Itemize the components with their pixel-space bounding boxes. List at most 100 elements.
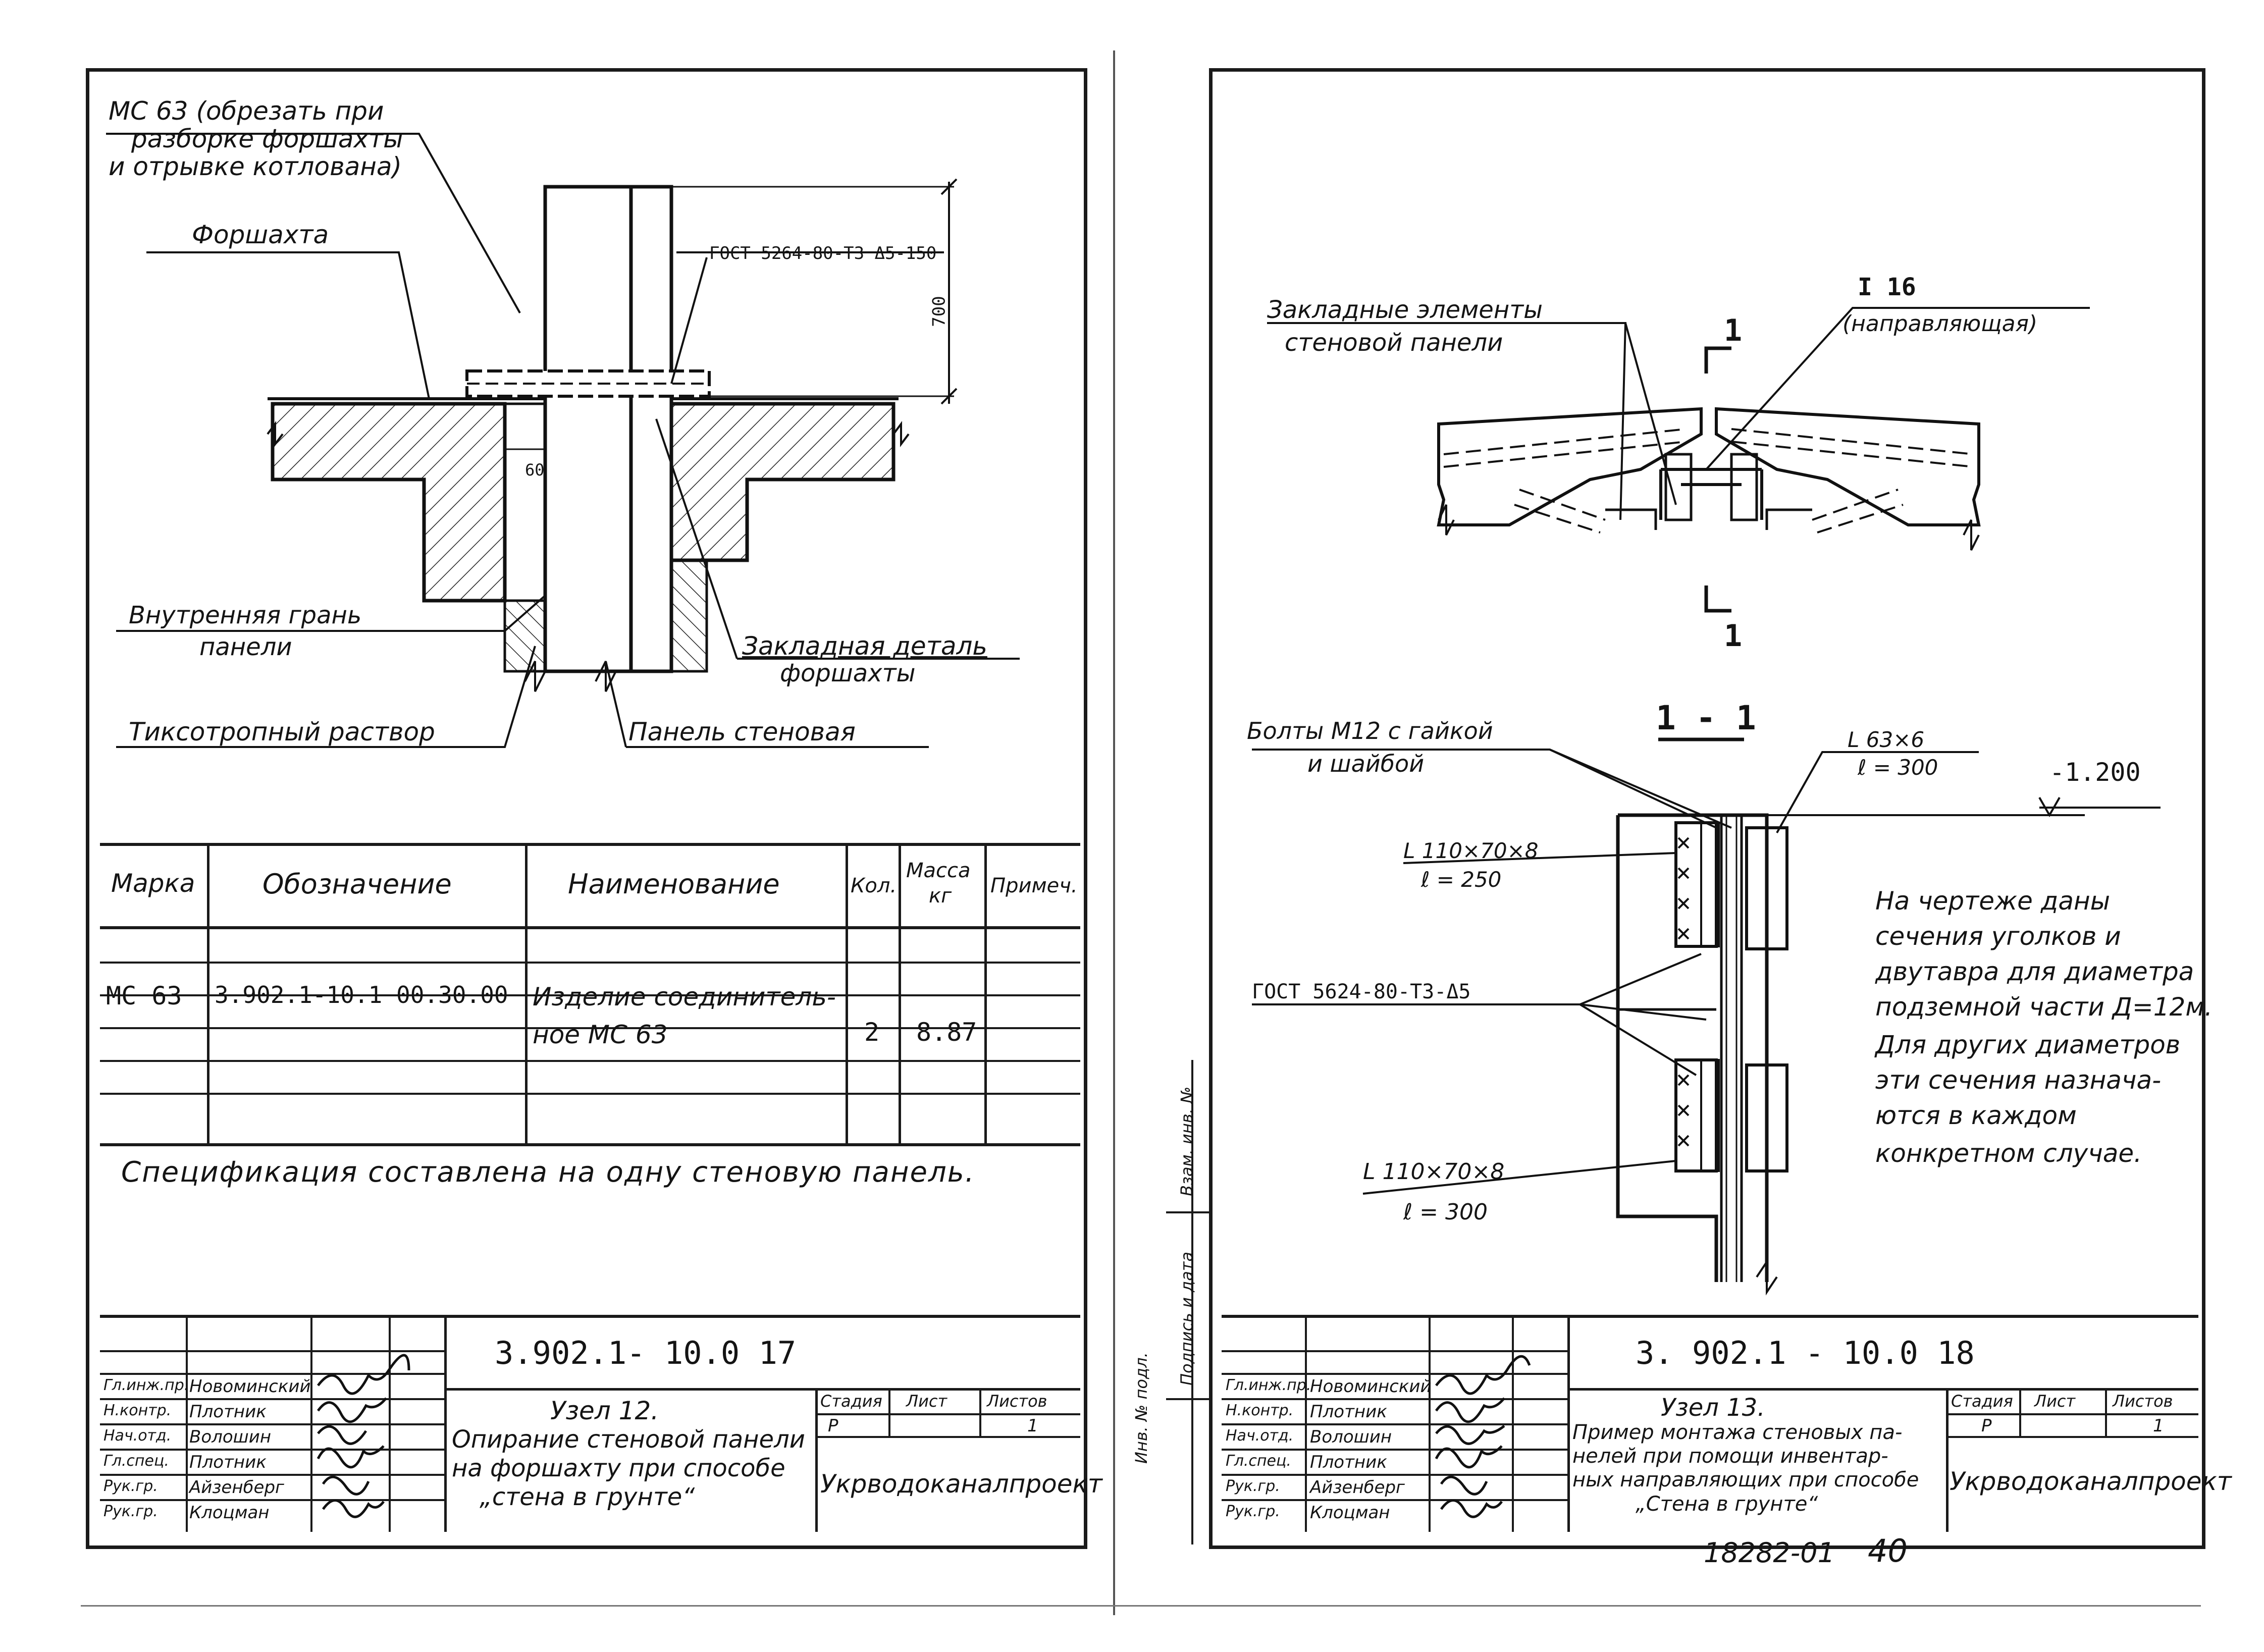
left-title-line1: Узел 12. [550,1396,659,1425]
left-role-1: Гл.инж.пр. [103,1376,189,1394]
left-title-line2: Опирание стеновой панели [452,1425,805,1454]
inner-face-label-line2: панели [199,633,292,661]
spec-header-qty: Кол. [851,874,897,897]
right-role-4: Гл.спец. [1226,1452,1291,1470]
l110-top-label-line1: L 110×70×8 [1403,838,1539,863]
embedded-elements-label-line1: Закладные элементы [1267,296,1543,324]
left-name-3: Волошин [189,1427,272,1447]
right-role-5: Рук.гр. [1226,1477,1280,1495]
right-title-block-col [2105,1388,2107,1437]
gost-weld-right-label: ГОСТ 5624-80-Т3-Δ5 [1252,980,1471,1003]
title-block-col [444,1315,447,1532]
bolts-label-line1: Болты М12 с гайкой [1247,717,1493,744]
spec-header-designation: Обозначение [262,868,452,900]
right-note-line1: На чертеже даны [1875,886,2111,916]
left-name-4: Плотник [189,1452,267,1472]
right-sheet-label: Лист [2034,1392,2076,1411]
right-stage-value: Р [1981,1416,1992,1436]
right-title-block-signature-row [1222,1373,1567,1375]
right-title-block-stage-row [1946,1413,2198,1415]
right-title-block-stage-row2 [1946,1436,2198,1438]
spec-row1-designation: 3.902.1-10.1 00.30.00 [215,981,508,1008]
right-title-block-signature-row [1222,1398,1567,1400]
right-title-line5: „Стена в грунте“ [1636,1493,1818,1516]
i16-label: I 16 [1858,273,1916,301]
left-role-6: Рук.гр. [103,1503,158,1520]
left-role-4: Гл.спец. [103,1452,169,1470]
title-block-signature-row [100,1423,444,1425]
right-title-block-col [1567,1315,1570,1532]
right-note-line7: ются в каждом [1875,1101,2077,1130]
right-title-line2: Пример монтажа стеновых па- [1572,1421,1903,1444]
right-role-1: Гл.инж.пр. [1226,1376,1311,1394]
right-title-block-mid [1567,1388,2198,1391]
spec-table-col-line [207,843,209,1145]
spec-table-col-line [984,843,987,1145]
ms63-callout-line2: разборке форшахты [131,124,403,153]
spec-header-mark: Марка [111,869,195,898]
left-role-3: Нач.отд. [103,1427,172,1445]
spec-table-col-line [899,843,901,1145]
left-role-5: Рук.гр. [103,1477,158,1495]
left-name-6: Клоцман [189,1503,270,1523]
title-block-stage-row [815,1413,1080,1415]
right-title-block-signature-row [1222,1423,1567,1425]
right-note-line3: двутавра для диаметра [1875,957,2194,986]
right-title-block-signature-row [1222,1499,1567,1501]
title-block-mid [444,1388,1080,1391]
spec-row1-mark: МС 63 [106,981,182,1010]
spec-table-header-border [100,926,1080,929]
spec-note-text: Спецификация составлена на одну стеновую… [121,1156,975,1189]
title-block-stage-row2 [815,1436,1080,1438]
right-note-line6: эти сечения назнача- [1875,1065,2162,1095]
left-role-2: Н.контр. [103,1402,172,1419]
title-block-col [815,1388,818,1532]
title-block-signature-row [100,1350,444,1352]
left-stage-label: Стадия [820,1392,882,1411]
left-sheets-label: Листов [987,1392,1047,1411]
left-title-line4: „стена в грунте“ [480,1483,695,1511]
l63-label-line2: ℓ = 300 [1858,755,1938,780]
title-block-col [979,1388,981,1437]
right-title-block-signature-row [1222,1474,1567,1476]
left-doc-number: 3.902.1- 10.0 17 [495,1335,797,1371]
left-name-2: Плотник [189,1402,267,1422]
right-sheets-value: 1 [2153,1416,2164,1436]
right-name-4: Плотник [1310,1452,1387,1472]
spec-table-col-line [846,843,848,1145]
spec-row2-mass: 8.87 [916,1018,977,1047]
spec-header-mass-line1: Масса [906,859,971,882]
bottom-scan-line [81,1605,2201,1607]
thixotropic-label: Тиксотропный раствор [129,717,435,747]
right-title-block-signature-row [1222,1449,1567,1451]
spec-table-bottom-border [100,1143,1080,1146]
gost-weld-label: ГОСТ 5264-80-Т3 Δ5-150 [709,243,937,263]
spec-table-row-line [100,1027,1080,1029]
archive-number: 18282-01 [1704,1537,1835,1569]
guide-label: (направляющая) [1842,311,2038,337]
title-block-signature-row [100,1398,444,1400]
right-role-3: Нач.отд. [1226,1427,1294,1445]
title-block-signature-row [100,1449,444,1451]
side-stamp-divider [1166,1398,1209,1400]
right-note-line5: Для других диаметров [1875,1030,2181,1059]
section-mark-top: 1 [1724,313,1743,348]
right-name-1: Новоминский [1310,1376,1432,1397]
spec-table-row-line [100,1060,1080,1062]
left-sheet-label: Лист [906,1392,947,1411]
right-note-line8: конкретном случае. [1875,1139,2142,1168]
spec-header-note: Примеч. [990,874,1078,897]
left-organization: Укрводоканалпроект [820,1469,1102,1499]
title-block-signature-row [100,1474,444,1476]
side-stamp-divider [1166,1211,1209,1213]
spec-table-row-line [100,994,1080,996]
right-stage-label: Стадия [1951,1392,2013,1411]
right-title-line4: ных направляющих при способе [1572,1468,1919,1491]
left-stage-value: Р [828,1416,838,1436]
right-organization: Укрводоканалпроект [1950,1467,2232,1496]
section-title: 1 - 1 [1656,699,1756,737]
right-name-3: Волошин [1310,1427,1392,1447]
